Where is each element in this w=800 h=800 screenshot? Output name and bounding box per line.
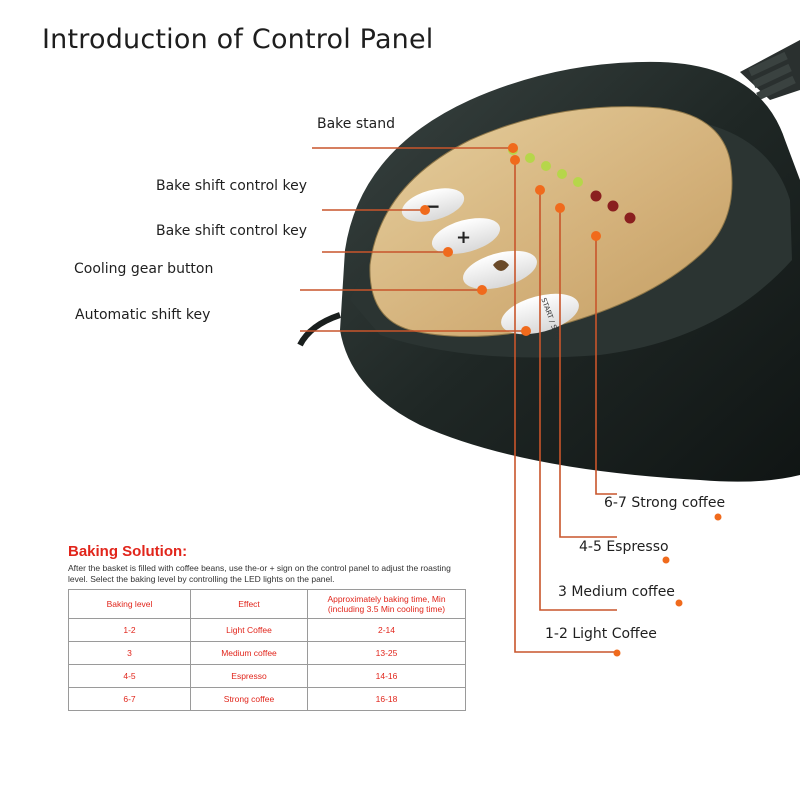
baking-table: Baking level Effect Approximately baking… xyxy=(68,589,466,711)
cell-time: 16-18 xyxy=(307,687,466,711)
table-header-row: Baking level Effect Approximately baking… xyxy=(68,589,466,619)
label-medium-coffee: 3 Medium coffee xyxy=(558,584,675,600)
led-4 xyxy=(557,169,567,179)
dot-plus xyxy=(443,247,453,257)
led-7 xyxy=(607,200,619,212)
cell-level: 6-7 xyxy=(68,687,191,711)
line-light xyxy=(514,160,617,653)
dot-light-end xyxy=(613,649,621,657)
dot-light-top xyxy=(510,155,520,165)
table-row: 6-7 Strong coffee 16-18 xyxy=(68,687,466,711)
led-2 xyxy=(525,153,535,163)
label-espresso: 4-5 Espresso xyxy=(579,539,669,555)
callout-dots xyxy=(420,143,722,657)
led-row xyxy=(508,145,636,224)
table-row: 3 Medium coffee 13-25 xyxy=(68,641,466,665)
bean-icon xyxy=(493,260,509,271)
label-bake-shift-minus: Bake shift control key xyxy=(156,178,308,194)
page-title: Introduction of Control Panel xyxy=(42,24,434,55)
dot-medium-top xyxy=(535,185,545,195)
label-bake-stand: Bake stand xyxy=(317,116,395,132)
led-6 xyxy=(590,190,602,202)
cell-effect: Medium coffee xyxy=(190,641,308,665)
cell-effect: Espresso xyxy=(190,664,308,688)
cable-grip xyxy=(748,51,796,101)
dot-medium-end xyxy=(675,599,683,607)
left-cable xyxy=(297,312,341,347)
label-bake-shift-plus: Bake shift control key xyxy=(156,223,308,239)
table-row: 1-2 Light Coffee 2-14 xyxy=(68,618,466,642)
table-row: 4-5 Espresso 14-16 xyxy=(68,664,466,688)
label-light-coffee: 1-2 Light Coffee xyxy=(545,626,657,642)
dot-bake-stand xyxy=(508,143,518,153)
baking-solution: Baking Solution: After the basket is fil… xyxy=(68,543,468,711)
cell-time: 13-25 xyxy=(307,641,466,665)
cell-level: 1-2 xyxy=(68,618,191,642)
header-baking-time: Approximately baking time, Min (includin… xyxy=(307,589,466,619)
led-3 xyxy=(541,161,551,171)
plus-key[interactable]: + xyxy=(428,211,504,260)
cell-effect: Light Coffee xyxy=(190,618,308,642)
dot-espresso-top xyxy=(555,203,565,213)
cooling-gear-button[interactable] xyxy=(459,244,541,297)
dot-strong-top xyxy=(591,231,601,241)
cell-effect: Strong coffee xyxy=(190,687,308,711)
label-strong-coffee: 6-7 Strong coffee xyxy=(604,495,726,511)
cell-level: 3 xyxy=(68,641,191,665)
minus-key[interactable]: − xyxy=(398,182,468,228)
line-medium xyxy=(539,190,617,611)
dot-espresso-end xyxy=(662,556,670,564)
label-cooling-gear: Cooling gear button xyxy=(74,261,214,277)
dot-strong-end xyxy=(714,513,722,521)
label-automatic-shift: Automatic shift key xyxy=(75,307,211,323)
dot-minus xyxy=(420,205,430,215)
gold-panel xyxy=(369,106,733,337)
dot-cooling xyxy=(477,285,487,295)
cell-time: 2-14 xyxy=(307,618,466,642)
baking-description: After the basket is filled with coffee b… xyxy=(68,563,451,584)
line-strong xyxy=(595,236,617,495)
baking-title: Baking Solution: xyxy=(68,543,188,560)
cell-time: 14-16 xyxy=(307,664,466,688)
line-espresso xyxy=(559,208,617,538)
svg-text:+: + xyxy=(456,227,471,248)
led-8 xyxy=(624,212,636,224)
cell-level: 4-5 xyxy=(68,664,191,688)
header-baking-level: Baking level xyxy=(68,589,191,619)
header-effect: Effect xyxy=(190,589,308,619)
callout-lines xyxy=(300,147,617,653)
dot-automatic xyxy=(521,326,531,336)
led-5 xyxy=(573,177,583,187)
